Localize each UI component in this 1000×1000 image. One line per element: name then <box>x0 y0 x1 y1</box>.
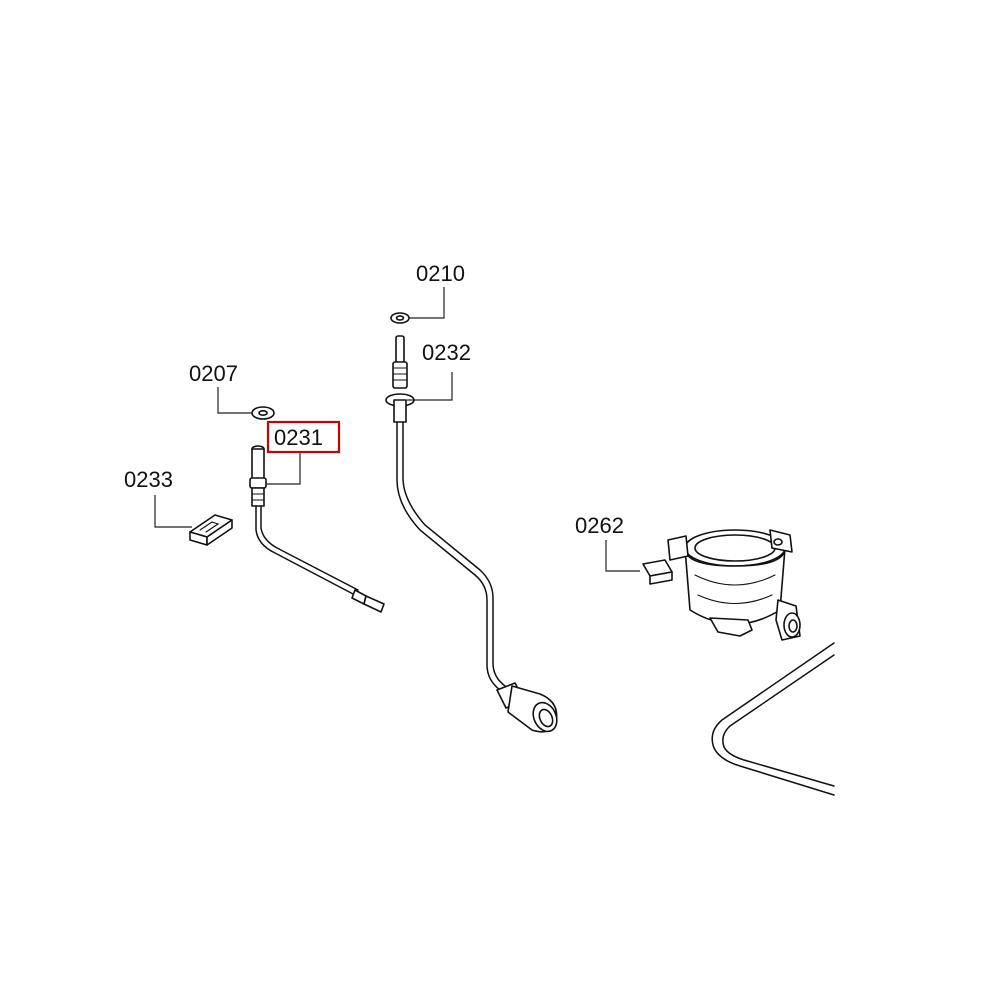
burner-0262[interactable] <box>642 529 801 641</box>
callout-0210[interactable]: 0210 <box>416 261 465 286</box>
leader-0210 <box>409 287 445 319</box>
clip-0233[interactable] <box>189 514 233 546</box>
callout-0262[interactable]: 0262 <box>575 513 624 538</box>
thermocouple-0232[interactable] <box>385 335 561 735</box>
leader-0231 <box>266 452 301 485</box>
highlight-box-0231 <box>266 420 341 454</box>
electrode-0231[interactable] <box>249 445 385 613</box>
callout-0233[interactable]: 0233 <box>124 467 173 492</box>
leader-0233 <box>154 495 192 528</box>
callout-0231[interactable]: 0231 <box>274 425 323 450</box>
callout-0232[interactable]: 0232 <box>422 340 471 365</box>
leader-0207 <box>217 387 252 414</box>
pan-support-frame <box>711 642 835 796</box>
washer-0210[interactable] <box>390 312 410 324</box>
washer-0207[interactable] <box>251 406 275 420</box>
leader-0262 <box>605 540 640 572</box>
callout-0207[interactable]: 0207 <box>189 361 238 386</box>
leader-0232 <box>407 372 453 401</box>
